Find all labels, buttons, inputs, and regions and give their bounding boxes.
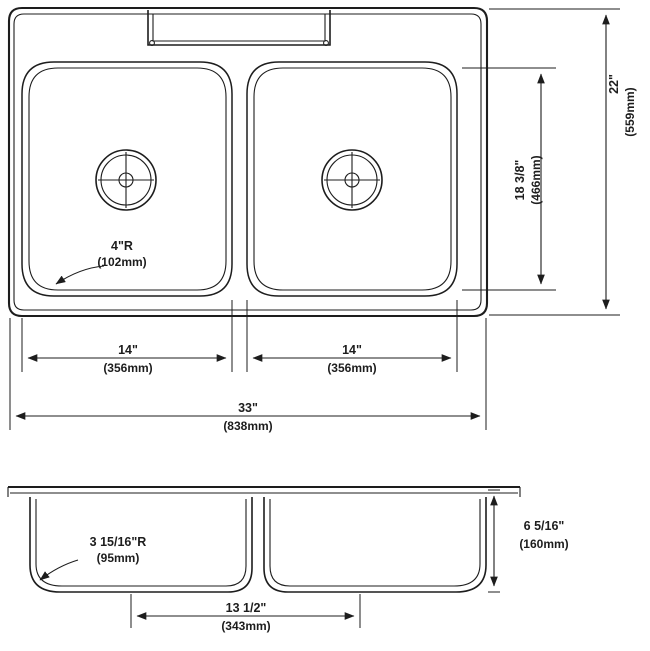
right-bowl [246, 61, 458, 297]
dimension-bowl-bottom-width: 13 1/2" (343mm) [130, 594, 361, 633]
dimension-section-depth: 6 5/16" (160mm) [488, 489, 569, 593]
overall-width-imperial: 33" [238, 401, 258, 415]
radius-section-metric: (95mm) [97, 551, 140, 565]
dimension-overall-width: 33" (838mm) [9, 318, 487, 433]
dimension-left-bowl-width: 14" (356mm) [21, 300, 233, 375]
radius-plan-metric: (102mm) [97, 255, 146, 269]
dimension-right-bowl-width: 14" (356mm) [246, 300, 458, 375]
right-bowl-width-metric: (356mm) [327, 361, 376, 375]
section-depth-metric: (160mm) [519, 537, 568, 551]
left-bowl-width-metric: (356mm) [103, 361, 152, 375]
overall-height-imperial: 22" [607, 74, 621, 94]
dimension-overall-height: 22" (559mm) [489, 8, 637, 316]
radius-plan-imperial: 4"R [111, 239, 133, 253]
left-bowl [21, 61, 233, 297]
section-depth-imperial: 6 5/16" [524, 519, 565, 533]
radius-section-imperial: 3 15/16"R [90, 535, 147, 549]
drain-left [95, 149, 157, 211]
faucet-deck-ledge [147, 10, 331, 46]
dimension-bowl-interior-depth: 18 3/8" (466mm) [462, 67, 556, 291]
bottom-width-metric: (343mm) [221, 619, 270, 633]
bottom-width-imperial: 13 1/2" [226, 601, 267, 615]
right-bowl-width-imperial: 14" [342, 343, 362, 357]
bowl-depth-imperial: 18 3/8" [513, 160, 527, 201]
left-bowl-width-imperial: 14" [118, 343, 138, 357]
bowl-depth-metric: (466mm) [529, 155, 543, 204]
drain-right [321, 149, 383, 211]
callout-corner-radius-section: 3 15/16"R (95mm) [39, 535, 147, 581]
overall-width-metric: (838mm) [223, 419, 272, 433]
callout-corner-radius-plan: 4"R (102mm) [55, 239, 147, 285]
plan-view-outer-rim [7, 6, 489, 318]
section-view: 3 15/16"R (95mm) 6 5/16" (160mm) 13 1/2"… [7, 485, 569, 633]
overall-height-metric: (559mm) [623, 87, 637, 136]
